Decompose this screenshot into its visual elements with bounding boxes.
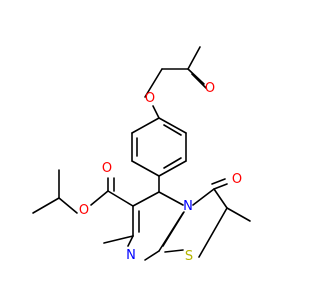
atom-s-thiazolidine: S <box>185 249 193 264</box>
molecule-structure-diagram: O O O N O O N S <box>32 46 251 264</box>
bond-line <box>144 68 163 98</box>
bond-line <box>163 157 182 169</box>
bond-line <box>144 250 160 261</box>
atom-o-acetoxy-ether: O <box>145 91 155 106</box>
bond-line <box>107 190 134 207</box>
bond-line <box>192 188 215 206</box>
bond-line <box>90 190 109 206</box>
bond-line <box>132 191 160 207</box>
bond-line <box>226 207 251 222</box>
atom-o-lactam: O <box>232 172 242 187</box>
atom-o-ester-carbonyl: O <box>102 161 112 176</box>
bond-line <box>103 235 134 244</box>
bond-line <box>187 46 201 70</box>
bond-line <box>211 178 226 185</box>
atom-o-ester-ether: O <box>79 203 89 218</box>
bond-lines <box>32 46 251 261</box>
bond-line <box>191 73 207 89</box>
bond-line <box>158 191 184 206</box>
bond-line <box>158 117 187 134</box>
bond-line <box>152 105 160 119</box>
bond-line <box>198 207 228 258</box>
bond-line <box>187 68 205 85</box>
bond-line <box>127 235 134 247</box>
atom-n-imine: N <box>126 248 136 263</box>
bond-line <box>58 197 78 214</box>
bond-line <box>163 124 182 136</box>
bond-line <box>162 211 185 247</box>
bond-line <box>131 117 160 134</box>
bond-line <box>213 183 228 190</box>
bond-line <box>131 160 160 177</box>
bond-line <box>32 197 60 214</box>
bond-line <box>213 188 228 209</box>
bond-line <box>158 160 187 177</box>
bond-line <box>164 249 184 253</box>
atom-o-acetoxy-carbonyl: O <box>205 81 215 96</box>
atom-n-ring: N <box>183 199 193 214</box>
